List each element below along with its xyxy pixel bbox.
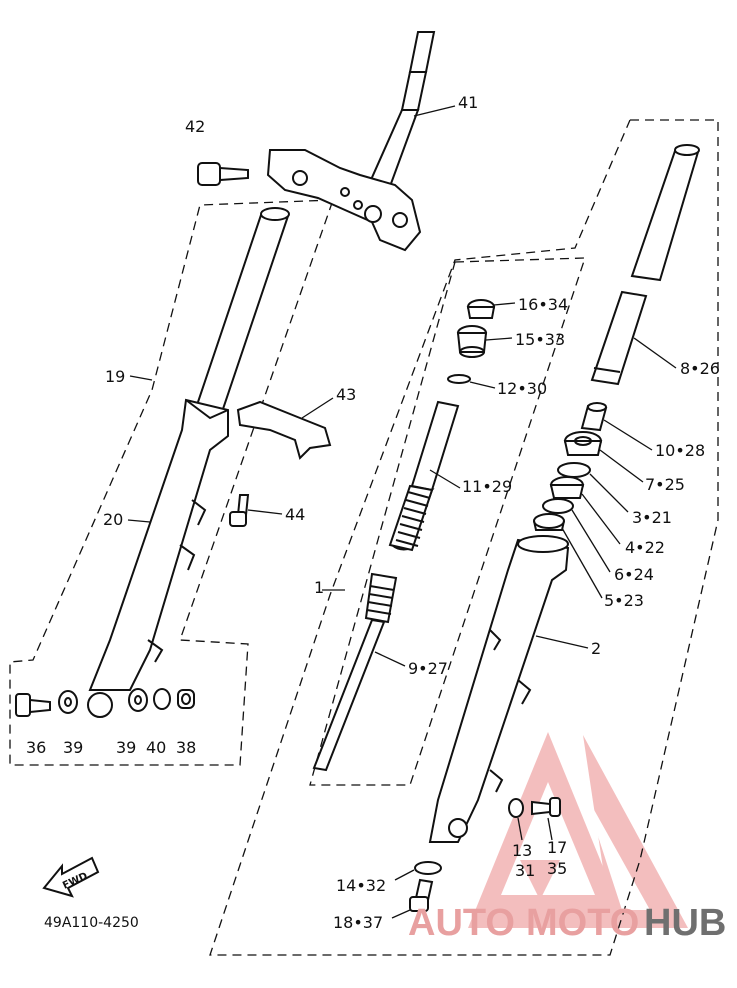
- washer-part-6: [542, 498, 574, 514]
- label-17: 17: [547, 838, 567, 857]
- bolt-part-42: [197, 162, 249, 186]
- left-outer-tube-part-20: [87, 398, 229, 718]
- washer-part-14: [414, 861, 442, 875]
- part-labels: 41 42 19 43 20 44 36 39 39 40 38 16•34 1…: [26, 93, 720, 932]
- label-40: 40: [146, 738, 166, 757]
- label-6-24: 6•24: [614, 565, 654, 584]
- label-38: 38: [176, 738, 196, 757]
- label-31: 31: [515, 861, 535, 880]
- label-41: 41: [458, 93, 478, 112]
- label-14-32: 14•32: [336, 876, 386, 895]
- label-39-left: 39: [63, 738, 83, 757]
- diagram-code: 49A110-4250: [44, 915, 139, 931]
- label-19: 19: [105, 367, 125, 386]
- label-4-22: 4•22: [625, 538, 665, 557]
- label-1: 1: [314, 578, 324, 597]
- label-8-26: 8•26: [680, 359, 720, 378]
- watermark-word-moto: MOTO: [526, 902, 639, 944]
- label-15-33: 15•33: [515, 330, 565, 349]
- left-inner-tube-part-19: [194, 207, 290, 414]
- label-7-25: 7•25: [645, 475, 685, 494]
- watermark-text: AUTO MOTO HUB: [408, 902, 726, 944]
- label-18-37: 18•37: [333, 913, 383, 932]
- inner-dashed-outline: [309, 257, 586, 786]
- washer-part-39-left: [58, 690, 78, 714]
- cap-bolt-part-16: [466, 299, 496, 319]
- right-fork-dashed-outline: [209, 119, 719, 956]
- watermark-word-auto: AUTO: [408, 902, 515, 944]
- bolt-part-44: [229, 494, 250, 527]
- forward-arrow-icon: [42, 856, 100, 898]
- right-outer-tube-part-2: [428, 535, 570, 843]
- label-16-34: 16•34: [518, 295, 568, 314]
- label-2: 2: [591, 639, 601, 658]
- guide-part-10: [580, 402, 608, 432]
- drain-washer-part-13: [508, 798, 524, 818]
- label-12-30: 12•30: [497, 379, 547, 398]
- watermark-logo: [468, 732, 688, 928]
- o-ring-part-12: [447, 374, 471, 384]
- oil-seal-part-7: [563, 431, 603, 456]
- fork-brace-part-43: [236, 400, 332, 460]
- label-35: 35: [547, 859, 567, 878]
- label-11-29: 11•29: [462, 477, 512, 496]
- axle-bolt-part-36: [15, 693, 51, 717]
- spring-washer-part-40: [153, 688, 171, 710]
- drain-bolt-part-17: [531, 797, 561, 817]
- circlip-part-3: [557, 462, 591, 478]
- left-fork-dashed-outline: [9, 199, 334, 766]
- fork-spring-part-11: [388, 400, 460, 552]
- right-inner-tube-part-8: [590, 144, 700, 386]
- bolt-part-18: [409, 878, 434, 912]
- label-20: 20: [103, 510, 123, 529]
- washer-part-39-right: [128, 688, 148, 712]
- label-44: 44: [285, 505, 305, 524]
- collar-part-15: [456, 325, 488, 358]
- label-10-28: 10•28: [655, 441, 705, 460]
- label-43: 43: [336, 385, 356, 404]
- label-42: 42: [185, 117, 205, 136]
- label-13: 13: [512, 841, 532, 860]
- label-9-27: 9•27: [408, 659, 448, 678]
- damper-rod-part-9: [312, 572, 398, 772]
- label-3-21: 3•21: [632, 508, 672, 527]
- label-5-23: 5•23: [604, 591, 644, 610]
- label-36: 36: [26, 738, 46, 757]
- watermark-word-hub: HUB: [644, 902, 726, 944]
- nut-part-38: [177, 689, 195, 709]
- washer-part-5: [533, 513, 565, 531]
- seal-part-4: [549, 476, 585, 499]
- steering-stem-part-41: [266, 31, 436, 252]
- label-39-right: 39: [116, 738, 136, 757]
